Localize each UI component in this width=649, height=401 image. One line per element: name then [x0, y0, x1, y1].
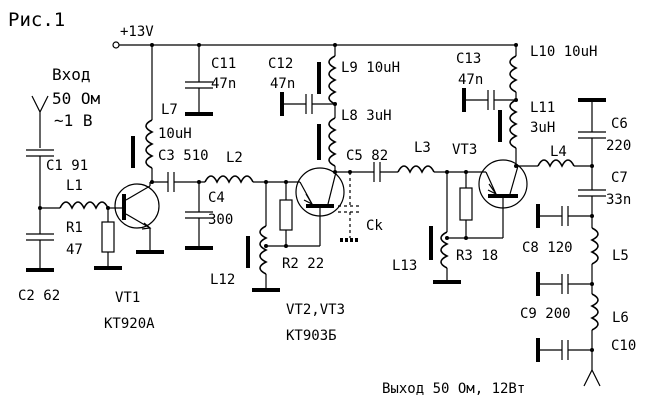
vt23-type: KT903Б: [286, 328, 337, 344]
l12-label: L12: [210, 272, 235, 288]
r3-resistor: [459, 187, 473, 221]
input-voltage: ~1 В: [54, 111, 93, 130]
l11-coil: [509, 99, 518, 149]
c5-label: C5 82: [346, 148, 388, 164]
l2-label: L2: [226, 150, 243, 166]
c1-label: C1 91: [46, 158, 88, 174]
supply-terminal: [112, 41, 120, 49]
c6-label: C6: [611, 116, 628, 132]
c2-label: C2 62: [18, 288, 60, 304]
l5-label: L5: [612, 248, 629, 264]
l2-coil: [204, 175, 254, 184]
c9-capacitor: [561, 274, 569, 294]
l10-label: L10 10uH: [530, 44, 597, 60]
ck-label: Ck: [366, 218, 383, 234]
vt1-transistor: [114, 182, 164, 254]
c13-label: C13: [456, 51, 481, 67]
vt3-label: VT3: [452, 142, 477, 158]
c6-capacitor: [578, 131, 606, 139]
c11-capacitor: [185, 81, 213, 89]
l1-label: L1: [66, 178, 83, 194]
input-antenna: [31, 95, 49, 148]
l3-coil: [397, 165, 435, 174]
c4-label: C4: [208, 190, 225, 206]
c13-value: 47n: [458, 72, 483, 88]
c10-capacitor: [561, 340, 569, 360]
input-label: Вход: [52, 65, 91, 84]
l8-coil: [328, 117, 337, 167]
input-section: [26, 95, 124, 272]
r2-resistor: [279, 199, 293, 231]
c9-label: C9 200: [520, 306, 571, 322]
c6-value: 220: [606, 138, 631, 154]
output-label: Выход 50 Ом, 12Вт: [382, 381, 525, 397]
c8-label: C8 120: [522, 240, 573, 256]
output-antenna: [583, 368, 601, 387]
l6-label: L6: [612, 310, 629, 326]
l11-value: 3uH: [530, 120, 555, 136]
l8-label: L8 3uH: [341, 108, 392, 124]
ck-capacitor: [338, 172, 362, 242]
supply-rail: [112, 41, 518, 49]
c11-label: C11: [211, 56, 236, 72]
c3-label: C3 510: [158, 148, 209, 164]
l1-coil: [59, 201, 109, 210]
c7-label: C7: [611, 170, 628, 186]
l9-label: L9 10uH: [341, 60, 400, 76]
c1-capacitor: [26, 149, 54, 157]
c2-capacitor: [26, 233, 54, 241]
r2-label: R2 22: [282, 256, 324, 272]
c12-capacitor: [305, 94, 313, 114]
l9-coil: [328, 55, 337, 105]
c7-capacitor: [578, 189, 606, 197]
r3-label: R3 18: [456, 248, 498, 264]
vt23-label: VT2,VT3: [286, 302, 345, 318]
l7-value: 10uH: [158, 126, 192, 142]
c12-label: C12: [268, 56, 293, 72]
l4-coil: [537, 159, 575, 168]
r1-label: R1: [66, 220, 83, 236]
c5-capacitor: [373, 162, 381, 182]
vt3-transistor: [478, 159, 528, 239]
r1-resistor: [101, 221, 115, 253]
r1-value: 47: [66, 242, 83, 258]
figure-title: Рис.1: [8, 9, 65, 31]
l10-coil: [509, 55, 518, 93]
vt1-type: KT920A: [104, 316, 155, 332]
c12-value: 47n: [270, 76, 295, 92]
l6-coil: [590, 293, 599, 331]
vt1-label: VT1: [115, 290, 140, 306]
l3-label: L3: [414, 140, 431, 156]
c13-capacitor: [487, 90, 495, 110]
l4-label: L4: [550, 144, 567, 160]
l7-label: L7: [161, 102, 178, 118]
c10-label: C10: [611, 338, 636, 354]
input-impedance: 50 Ом: [52, 89, 101, 108]
l7-coil: [145, 119, 154, 169]
supply-label: +13V: [120, 24, 154, 40]
vt2-transistor: [295, 167, 345, 246]
l5-coil: [590, 227, 599, 265]
c8-capacitor: [561, 206, 569, 226]
l13-label: L13: [392, 258, 417, 274]
c7-value: 33n: [606, 192, 631, 208]
c3-capacitor: [167, 172, 175, 192]
l13-coil: [440, 231, 449, 269]
c11-value: 47n: [211, 76, 236, 92]
l11-label: L11: [530, 100, 555, 116]
c4-value: 300: [208, 212, 233, 228]
l12-coil: [259, 225, 268, 275]
